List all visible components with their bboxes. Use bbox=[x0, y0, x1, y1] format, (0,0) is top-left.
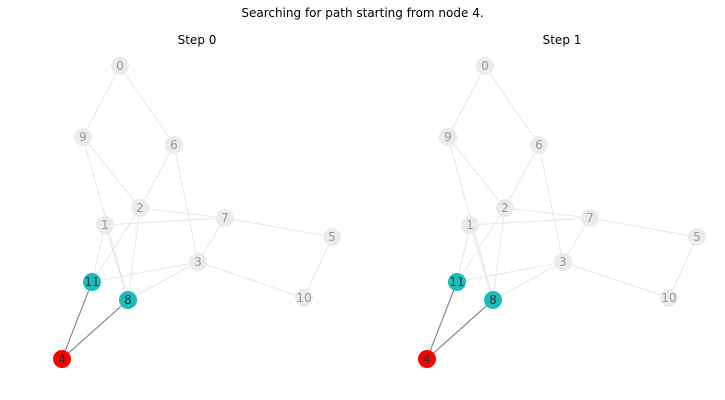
node-label-1: 1 bbox=[101, 218, 109, 232]
edge-1-8 bbox=[104, 224, 129, 301]
node-8 bbox=[119, 291, 137, 309]
node-0 bbox=[111, 57, 129, 75]
edge-1-7 bbox=[104, 217, 226, 226]
node-7 bbox=[581, 209, 599, 227]
node-8 bbox=[484, 291, 502, 309]
node-label-3: 3 bbox=[194, 255, 202, 269]
node-3 bbox=[554, 253, 572, 271]
edge-2-11 bbox=[91, 207, 141, 283]
edge-9-2 bbox=[447, 136, 506, 209]
node-label-7: 7 bbox=[586, 211, 594, 225]
node-9 bbox=[74, 128, 92, 146]
node-label-4: 4 bbox=[423, 352, 431, 366]
node-10 bbox=[660, 289, 678, 307]
edge-9-2 bbox=[82, 136, 141, 209]
edge-6-2 bbox=[504, 144, 540, 209]
node-9 bbox=[439, 128, 457, 146]
node-label-0: 0 bbox=[481, 59, 489, 73]
edge-0-9 bbox=[447, 65, 486, 138]
edge-3-11 bbox=[456, 261, 564, 283]
node-6 bbox=[165, 136, 183, 154]
edge-1-7 bbox=[469, 217, 591, 226]
edge-6-2 bbox=[139, 144, 175, 209]
edge-5-10 bbox=[668, 236, 698, 299]
node-7 bbox=[216, 209, 234, 227]
edge-0-6 bbox=[484, 65, 540, 146]
node-2 bbox=[496, 199, 514, 217]
edge-4-11 bbox=[61, 281, 93, 360]
edge-2-7 bbox=[504, 207, 591, 219]
node-2 bbox=[131, 199, 149, 217]
node-label-9: 9 bbox=[79, 130, 87, 144]
edge-6-3 bbox=[173, 144, 199, 263]
node-label-11: 11 bbox=[84, 275, 99, 289]
node-label-8: 8 bbox=[124, 293, 132, 307]
edge-5-10 bbox=[303, 236, 333, 299]
node-5 bbox=[323, 228, 341, 246]
node-11 bbox=[448, 273, 466, 291]
node-label-10: 10 bbox=[296, 291, 311, 305]
node-label-6: 6 bbox=[170, 138, 178, 152]
edge-3-8 bbox=[492, 261, 564, 301]
node-label-1: 1 bbox=[466, 218, 474, 232]
node-6 bbox=[530, 136, 548, 154]
edge-2-7 bbox=[139, 207, 226, 219]
edge-4-8 bbox=[61, 299, 129, 360]
edge-7-5 bbox=[224, 217, 333, 238]
edge-1-11 bbox=[91, 224, 106, 283]
node-label-7: 7 bbox=[221, 211, 229, 225]
edge-1-8 bbox=[469, 224, 494, 301]
node-1 bbox=[461, 216, 479, 234]
node-10 bbox=[295, 289, 313, 307]
node-label-9: 9 bbox=[444, 130, 452, 144]
node-label-5: 5 bbox=[328, 230, 336, 244]
panel-step-1: Step 1 0 1 2 3 4 5 6 7 8 9 10 11 bbox=[418, 33, 706, 368]
edge-2-11 bbox=[456, 207, 506, 283]
edge-2-8 bbox=[492, 207, 506, 301]
edge-2-8 bbox=[127, 207, 141, 301]
node-label-0: 0 bbox=[116, 59, 124, 73]
edge-3-10 bbox=[197, 261, 305, 299]
node-4 bbox=[53, 350, 71, 368]
edge-4-11 bbox=[426, 281, 458, 360]
node-label-8: 8 bbox=[489, 293, 497, 307]
panel-title-step-0: Step 0 bbox=[178, 33, 217, 47]
node-11 bbox=[83, 273, 101, 291]
node-5 bbox=[688, 228, 706, 246]
node-4 bbox=[418, 350, 436, 368]
node-label-2: 2 bbox=[501, 201, 509, 215]
figure-title: Searching for path starting from node 4. bbox=[241, 6, 484, 20]
panel-step-0: Step 0 0 1 2 3 4 5 6 7 8 9 10 11 bbox=[53, 33, 341, 368]
edge-0-9 bbox=[82, 65, 121, 138]
edge-6-3 bbox=[538, 144, 564, 263]
node-label-11: 11 bbox=[449, 275, 464, 289]
edge-3-8 bbox=[127, 261, 199, 301]
edge-7-5 bbox=[589, 217, 698, 238]
node-0 bbox=[476, 57, 494, 75]
node-label-2: 2 bbox=[136, 201, 144, 215]
node-label-3: 3 bbox=[559, 255, 567, 269]
edge-0-6 bbox=[119, 65, 175, 146]
edge-1-11 bbox=[456, 224, 471, 283]
node-3 bbox=[189, 253, 207, 271]
panel-title-step-1: Step 1 bbox=[543, 33, 582, 47]
node-label-10: 10 bbox=[661, 291, 676, 305]
node-label-6: 6 bbox=[535, 138, 543, 152]
edge-3-10 bbox=[562, 261, 670, 299]
edge-4-8 bbox=[426, 299, 494, 360]
node-1 bbox=[96, 216, 114, 234]
node-label-4: 4 bbox=[58, 352, 66, 366]
node-label-5: 5 bbox=[693, 230, 701, 244]
edge-3-11 bbox=[91, 261, 199, 283]
